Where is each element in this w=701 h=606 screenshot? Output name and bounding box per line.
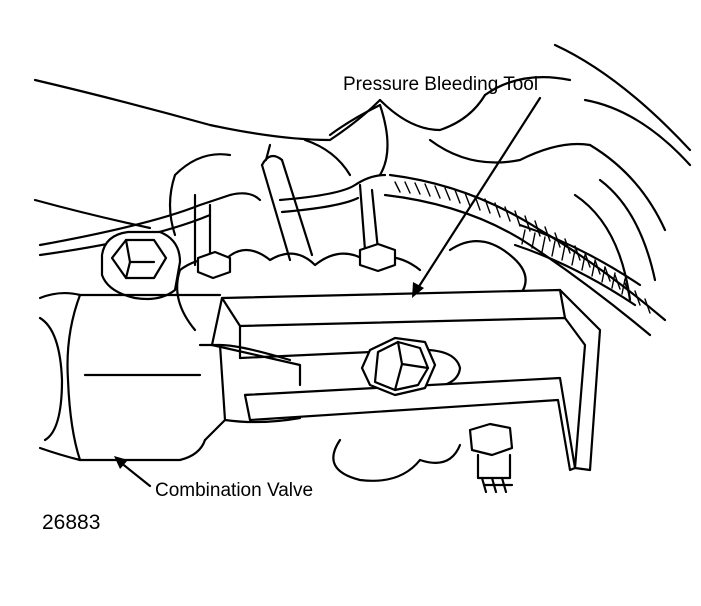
hex-bolt-center <box>360 336 437 397</box>
hex-bolt-left <box>100 230 182 301</box>
line-nuts <box>196 242 397 280</box>
combination-valve-label: Combination Valve <box>155 480 314 501</box>
tube-fitting <box>260 143 314 262</box>
tool-leader <box>412 96 542 298</box>
figure-number: 26883 <box>42 511 101 534</box>
brake-lines <box>38 173 387 267</box>
braided-hoses <box>383 173 667 337</box>
pressure-bleeding-tool <box>210 288 602 472</box>
pressure-bleeding-tool-label: Pressure Bleeding Tool <box>343 74 539 95</box>
bleeder-fitting <box>468 422 514 494</box>
housing-outline <box>33 76 592 237</box>
combination-valve <box>38 291 302 462</box>
booster-arcs <box>553 43 692 302</box>
valve-leader <box>114 456 152 488</box>
